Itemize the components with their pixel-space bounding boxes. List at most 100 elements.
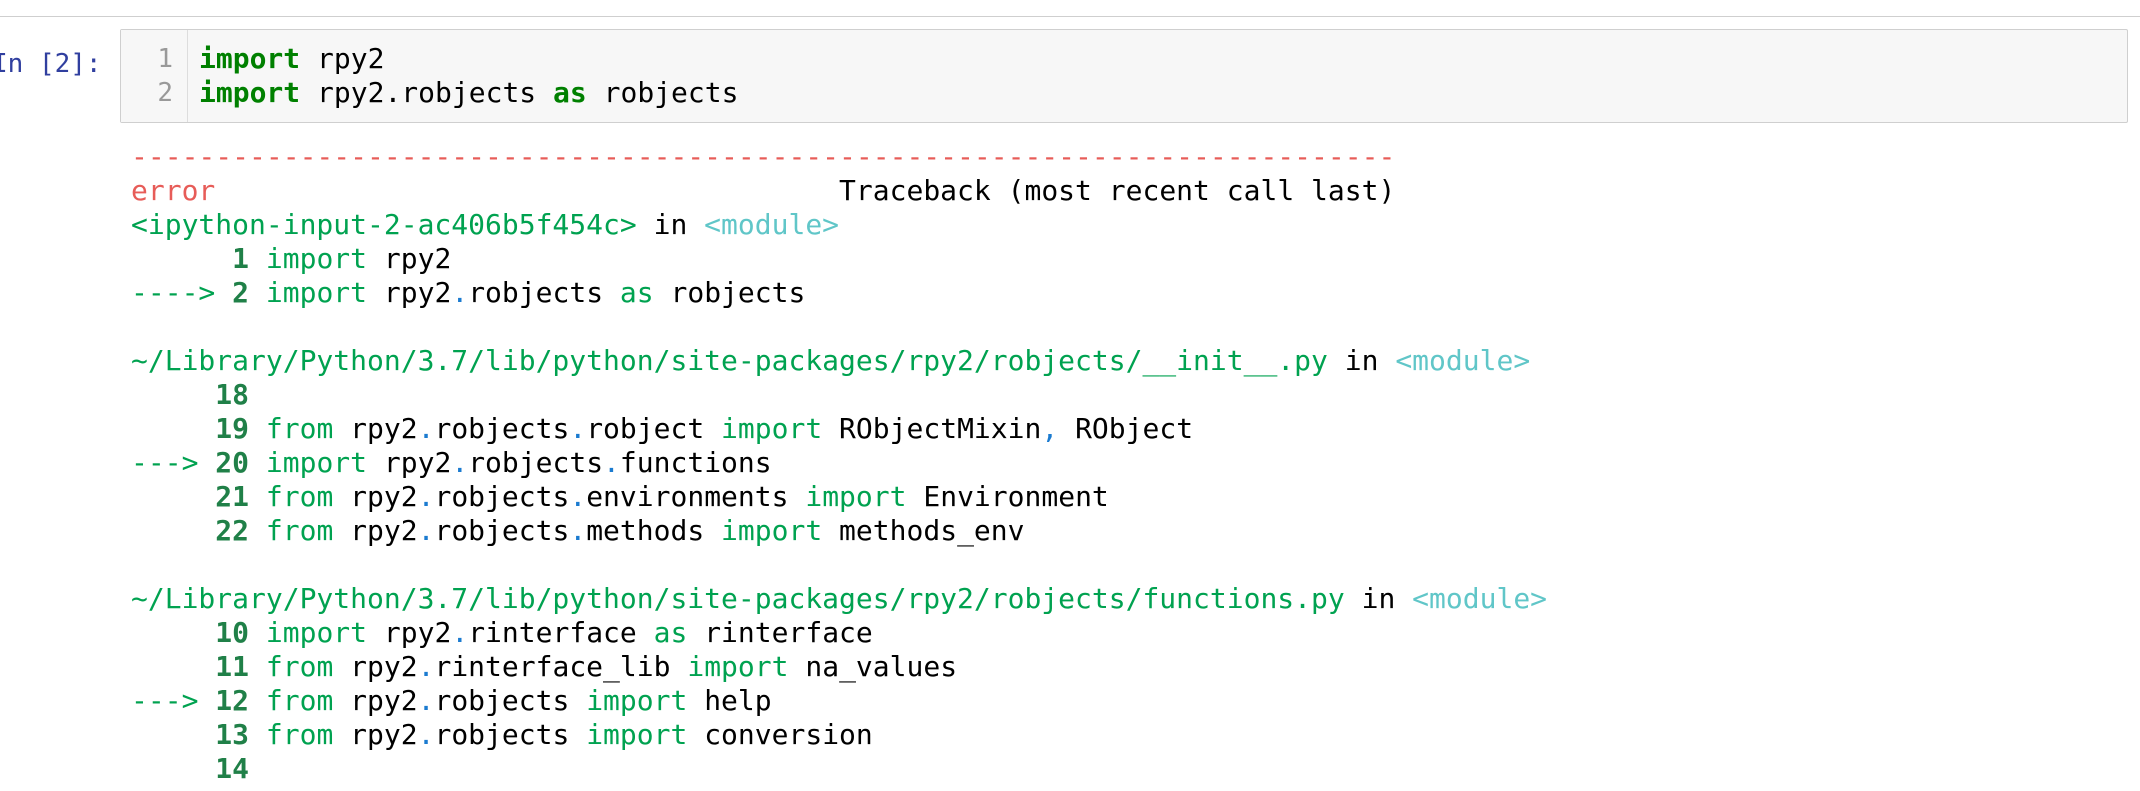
- traceback-header: error Traceback (most recent call last): [131, 174, 2131, 208]
- code-punctuation: .: [569, 412, 587, 445]
- code-punctuation: .: [451, 446, 469, 479]
- traceback-line-number: 13: [215, 718, 250, 751]
- code-keyword: as: [653, 616, 688, 649]
- spacer: [249, 718, 266, 751]
- code-keyword: from: [265, 684, 334, 717]
- code-text: na_values: [788, 650, 958, 683]
- frame-module: <module>: [1412, 582, 1548, 615]
- traceback-line-number: 19: [215, 412, 250, 445]
- blank-line: [131, 548, 2131, 582]
- code-punctuation: .: [569, 480, 587, 513]
- spacer: [249, 616, 266, 649]
- traceback-line-number: 14: [215, 752, 250, 785]
- code-text: rpy2.robjects: [300, 76, 554, 109]
- code-text: RObjectMixin: [822, 412, 1042, 445]
- code-text: rpy2: [333, 412, 418, 445]
- code-keyword: from: [265, 412, 334, 445]
- frame-file-path: ~/Library/Python/3.7/lib/python/site-pac…: [131, 582, 1345, 615]
- traceback-label: Traceback (most recent call last): [839, 174, 1396, 207]
- code-keyword: import: [586, 718, 688, 751]
- frame-module: <module>: [704, 208, 840, 241]
- frame-in-text: in: [636, 208, 705, 241]
- spacer: [249, 684, 266, 717]
- code-editor[interactable]: 1 2 import rpy2 import rpy2.robjects as …: [120, 29, 2128, 123]
- error-arrow: ---->: [131, 276, 233, 309]
- traceback-code-line: 18: [131, 378, 2131, 412]
- traceback-code-line: 22 from rpy2.robjects.methods import met…: [131, 514, 2131, 548]
- spacer: [249, 514, 266, 547]
- code-keyword: import: [199, 76, 301, 109]
- frame-module: <module>: [1395, 344, 1531, 377]
- code-cell[interactable]: In [2]: 1 2 import rpy2 import rpy2.robj…: [0, 16, 2140, 791]
- traceback-code-line: 21 from rpy2.robjects.environments impor…: [131, 480, 2131, 514]
- line-number: 2: [157, 78, 173, 108]
- code-text: Environment: [906, 480, 1109, 513]
- frame-header: ~/Library/Python/3.7/lib/python/site-pac…: [131, 344, 2131, 378]
- code-keyword: import: [586, 684, 688, 717]
- code-keyword: from: [265, 514, 334, 547]
- code-lines[interactable]: import rpy2 import rpy2.robjects as robj…: [199, 42, 738, 110]
- traceback-code-line: 10 import rpy2.rinterface as rinterface: [131, 616, 2131, 650]
- input-prompt: In [2]:: [0, 49, 102, 79]
- traceback-line-number: 1: [232, 242, 250, 275]
- traceback-line-number: 18: [215, 378, 250, 411]
- traceback-code-line: ----> 2 import rpy2.robjects as robjects: [131, 276, 2131, 310]
- code-text: rpy2: [333, 650, 418, 683]
- code-line[interactable]: import rpy2.robjects as robjects: [199, 76, 738, 110]
- code-text: rinterface: [687, 616, 873, 649]
- code-punctuation: .: [417, 412, 435, 445]
- line-indent: [131, 650, 215, 683]
- code-text: robjects: [434, 514, 570, 547]
- code-text: rinterface_lib: [434, 650, 688, 683]
- code-text: conversion: [687, 718, 873, 751]
- blank-line: [131, 310, 2131, 344]
- code-punctuation: .: [417, 514, 435, 547]
- frame-header: ~/Library/Python/3.7/lib/python/site-pac…: [131, 582, 2131, 616]
- code-text: rpy2: [367, 242, 452, 275]
- code-keyword: import: [265, 446, 368, 479]
- code-text: rpy2: [367, 616, 452, 649]
- code-punctuation: .: [417, 650, 435, 683]
- error-arrow: --->: [131, 684, 216, 717]
- code-keyword: from: [265, 718, 334, 751]
- code-text: RObject: [1058, 412, 1194, 445]
- code-text: rpy2: [333, 480, 418, 513]
- code-keyword: as: [619, 276, 654, 309]
- code-text: rpy2: [333, 684, 418, 717]
- traceback-line-number: 2: [232, 276, 250, 309]
- code-text: robjects: [586, 76, 739, 109]
- error-arrow: --->: [131, 446, 216, 479]
- line-indent: [131, 616, 215, 649]
- traceback-line-number: 20: [215, 446, 250, 479]
- code-text: methods: [586, 514, 722, 547]
- code-line[interactable]: import rpy2: [199, 42, 738, 76]
- code-keyword: as: [553, 76, 587, 109]
- code-text: functions: [619, 446, 772, 479]
- code-text: methods_env: [822, 514, 1025, 547]
- code-punctuation: .: [417, 480, 435, 513]
- traceback-line-number: 11: [215, 650, 250, 683]
- line-indent: [131, 718, 215, 751]
- code-text: robjects: [434, 684, 587, 717]
- spacer: [249, 242, 266, 275]
- code-keyword: import: [265, 276, 368, 309]
- frame-in-text: in: [1344, 582, 1413, 615]
- error-name: error: [131, 174, 216, 207]
- code-punctuation: .: [417, 684, 435, 717]
- traceback-line-number: 12: [215, 684, 250, 717]
- line-indent: [131, 514, 215, 547]
- traceback-line-number: 22: [215, 514, 250, 547]
- line-indent: [131, 412, 215, 445]
- code-text: help: [687, 684, 772, 717]
- code-keyword: from: [265, 650, 334, 683]
- code-keyword: import: [687, 650, 789, 683]
- traceback-output: ----------------------------------------…: [131, 140, 2131, 786]
- traceback-separator: ----------------------------------------…: [131, 140, 1396, 173]
- traceback-code-line: 19 from rpy2.robjects.robject import ROb…: [131, 412, 2131, 446]
- spacer: [249, 276, 266, 309]
- spacer: [249, 752, 266, 785]
- code-punctuation: .: [451, 616, 469, 649]
- line-indent: [131, 480, 215, 513]
- code-text: rpy2: [333, 514, 418, 547]
- code-keyword: import: [265, 242, 368, 275]
